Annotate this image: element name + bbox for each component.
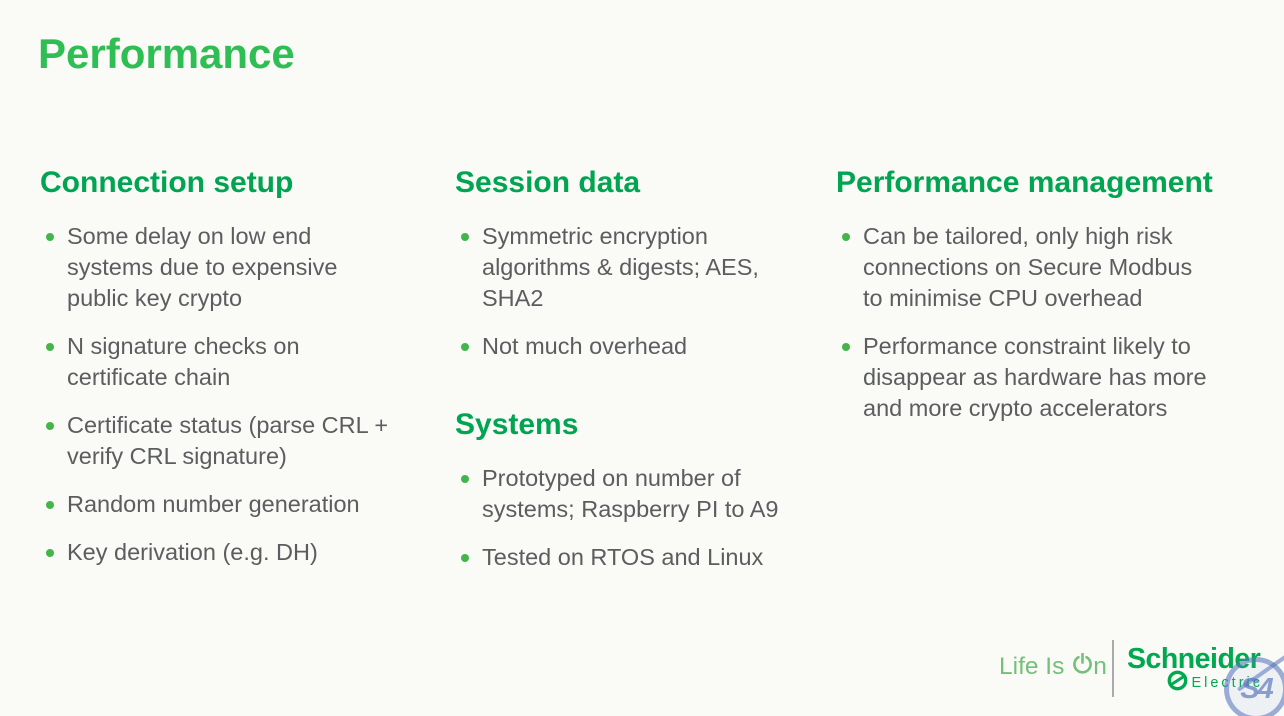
list-item: Certificate status (parse CRL + verify C…: [40, 410, 405, 472]
bullet-icon: [46, 501, 54, 509]
section-heading: Session data: [455, 166, 641, 199]
bullet-list: Symmetric encryption algorithms & digest…: [455, 221, 830, 362]
list-item: Performance constraint likely to disappe…: [836, 331, 1261, 424]
bullet-icon: [461, 233, 469, 241]
bullet-text: Performance constraint likely to disappe…: [863, 333, 1207, 421]
bullet-text: Can be tailored, only high risk connecti…: [863, 223, 1193, 311]
section-heading: Systems: [455, 408, 579, 441]
tagline-prefix: Life Is: [999, 653, 1072, 680]
list-item: Random number generation: [40, 489, 405, 520]
section-heading: Connection setup: [40, 166, 294, 199]
schneider-emblem-icon: [1167, 670, 1188, 696]
bullet-icon: [842, 343, 850, 351]
bullet-text: Prototyped on number of systems; Raspber…: [482, 465, 779, 522]
list-item: Some delay on low end systems due to exp…: [40, 221, 405, 314]
tagline-suffix: n: [1093, 653, 1107, 680]
list-item: Key derivation (e.g. DH): [40, 537, 405, 568]
bullet-text: Key derivation (e.g. DH): [67, 539, 318, 565]
section-heading: Performance management: [836, 166, 1213, 199]
list-item: Symmetric encryption algorithms & digest…: [455, 221, 830, 314]
life-is-on-tagline: Life Is n: [999, 652, 1107, 681]
bullet-icon: [46, 343, 54, 351]
bullet-text: Symmetric encryption algorithms & digest…: [482, 223, 759, 311]
bullet-text: Not much overhead: [482, 333, 688, 359]
page-title: Performance: [38, 30, 295, 77]
bullet-text: Certificate status (parse CRL + verify C…: [67, 412, 389, 469]
bullet-text: N signature checks on certificate chain: [67, 333, 300, 390]
footer-divider: [1112, 640, 1114, 697]
bullet-icon: [461, 343, 469, 351]
bullet-icon: [46, 422, 54, 430]
bullet-list: Can be tailored, only high risk connecti…: [836, 221, 1261, 424]
power-icon: [1073, 652, 1093, 681]
bullet-icon: [461, 475, 469, 483]
list-item: N signature checks on certificate chain: [40, 331, 405, 393]
bullet-text: Random number generation: [67, 491, 360, 517]
list-item: Tested on RTOS and Linux: [455, 542, 830, 573]
list-item: Not much overhead: [455, 331, 830, 362]
bullet-list: Some delay on low end systems due to exp…: [40, 221, 405, 568]
list-item: Prototyped on number of systems; Raspber…: [455, 463, 830, 525]
bullet-icon: [46, 233, 54, 241]
bullet-icon: [46, 549, 54, 557]
bullet-text: Tested on RTOS and Linux: [482, 544, 764, 570]
list-item: Can be tailored, only high risk connecti…: [836, 221, 1261, 314]
bullet-icon: [461, 554, 469, 562]
bullet-icon: [842, 233, 850, 241]
bullet-list: Prototyped on number of systems; Raspber…: [455, 463, 830, 573]
bullet-text: Some delay on low end systems due to exp…: [67, 223, 338, 311]
